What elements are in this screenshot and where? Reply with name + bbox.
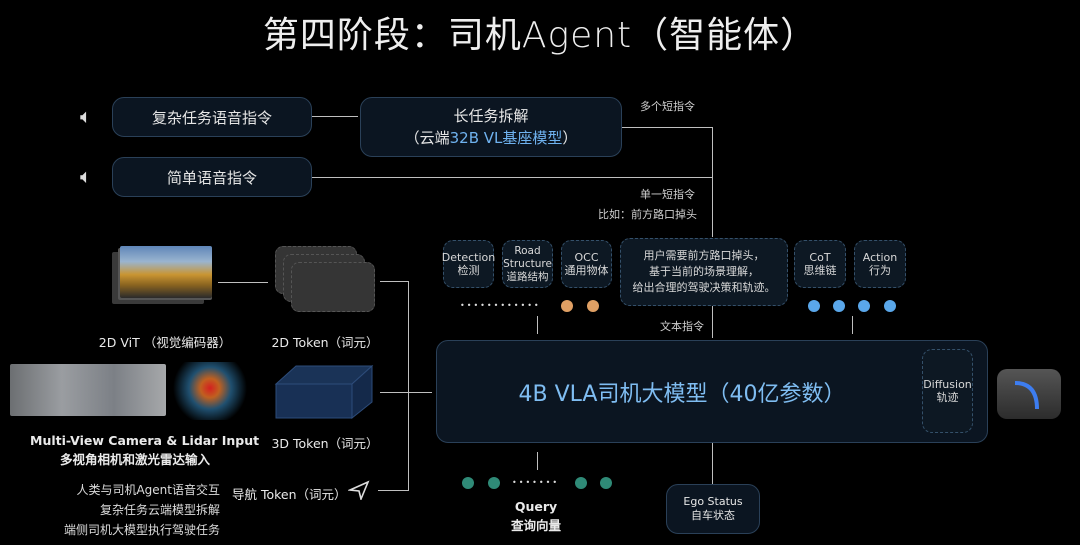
- connector-line: [712, 127, 713, 237]
- output-zh: 行为: [869, 264, 891, 277]
- token-card: [291, 262, 375, 312]
- output-zh: 道路结构: [506, 270, 549, 283]
- output-zh: 思维链: [803, 264, 837, 277]
- instruction-line: 给出合理的驾驶决策和轨迹。: [632, 281, 776, 294]
- connector-line: [380, 281, 408, 282]
- complex-voice-command-box: 复杂任务语音指令: [112, 97, 312, 137]
- lidar-image: [168, 362, 252, 420]
- page-title: 第四阶段：司机Agent（智能体）: [262, 15, 818, 56]
- summary-line: 人类与司机Agent语音交互: [76, 483, 220, 497]
- simple-voice-command-box: 简单语音指令: [112, 157, 312, 197]
- cloud-model-highlight: 32B VL基座模型: [449, 129, 563, 147]
- output-zh: 通用物体: [564, 264, 609, 277]
- summary-list: 人类与司机Agent语音交互 复杂任务云端模型拆解 端侧司机大模型执行驾驶任务: [60, 480, 220, 540]
- query-label-en: Query: [514, 499, 558, 514]
- query-dot: [462, 477, 474, 489]
- cloud-model-suffix: ）: [562, 129, 578, 147]
- query-dot: [575, 477, 587, 489]
- connector-line: [312, 116, 358, 117]
- example-label: 比如：前方路口掉头: [598, 208, 697, 221]
- token-dot: [587, 300, 599, 312]
- token-dot: [858, 300, 870, 312]
- navigation-arrow-icon: [348, 480, 370, 500]
- vit-label: 2D ViT （视觉编码器）: [98, 335, 232, 350]
- output-zh: 检测: [457, 264, 480, 277]
- instruction-box: 用户需要前方路口掉头， 基于当前的场景理解， 给出合理的驾驶决策和轨迹。: [620, 238, 788, 306]
- arrow-up-line: [537, 452, 538, 470]
- diffusion-zh: 轨迹: [936, 391, 959, 404]
- cloud-model-prefix: （云端: [404, 129, 450, 147]
- connector-line: [408, 281, 409, 491]
- ellipsis-dots: ••••••••••••: [460, 301, 541, 310]
- connector-line: [712, 443, 713, 485]
- output-en: Detection: [441, 251, 496, 264]
- cloud-model-box: 长任务拆解 （云端32B VL基座模型）: [360, 97, 622, 157]
- token-dot: [833, 300, 845, 312]
- token2d-label: 2D Token（词元）: [271, 335, 379, 350]
- query-dot: [488, 477, 500, 489]
- main-model-label: 4B VLA司机大模型（40亿参数）: [518, 381, 846, 407]
- speaker-icon: 🔈︎: [80, 104, 92, 128]
- summary-line: 端侧司机大模型执行驾驶任务: [63, 523, 220, 537]
- instruction-line: 用户需要前方路口掉头，: [643, 249, 765, 262]
- multi-short-label: 多个短指令: [640, 100, 695, 113]
- ego-status-box: Ego Status 自车状态: [666, 484, 760, 534]
- multiview-label-en: Multi-View Camera & Lidar Input: [30, 433, 260, 448]
- token3d-block: [274, 364, 374, 420]
- query-label-zh: 查询向量: [510, 518, 561, 533]
- complex-voice-command-label: 复杂任务语音指令: [151, 108, 272, 127]
- diffusion-box: Diffusion 轨迹: [922, 349, 973, 433]
- query-dot: [600, 477, 612, 489]
- ego-status-en: Ego Status: [683, 495, 743, 508]
- speaker-icon: 🔈︎: [80, 164, 92, 188]
- cloud-model-subtitle: （云端32B VL基座模型）: [405, 127, 578, 149]
- token-dot: [808, 300, 820, 312]
- arrow-up-line: [537, 316, 538, 334]
- instruction-line: 基于当前的场景理解，: [649, 265, 759, 278]
- multiview-label-zh: 多视角相机和激光雷达输入: [59, 452, 210, 467]
- connector-line: [622, 127, 712, 128]
- connector-line: [312, 177, 712, 178]
- output-en: CoT: [809, 251, 831, 264]
- diffusion-en: Diffusion: [923, 378, 972, 391]
- output-en: OCC: [574, 251, 599, 264]
- multi-view-camera-image: [10, 364, 166, 416]
- connector-line: [380, 392, 432, 393]
- main-vla-model-box: 4B VLA司机大模型（40亿参数）: [436, 340, 988, 443]
- ellipsis-dots: •••••••: [512, 478, 560, 487]
- camera-frame-image: [120, 246, 212, 298]
- connector-line: [378, 490, 408, 491]
- token-dot: [884, 300, 896, 312]
- connector-line: [218, 282, 268, 283]
- text-command-label: 文本指令: [660, 320, 704, 333]
- nav-token-label: 导航 Token（词元）: [232, 487, 347, 502]
- ego-status-zh: 自车状态: [691, 509, 735, 522]
- connector-line: [712, 306, 713, 338]
- summary-line: 复杂任务云端模型拆解: [99, 503, 220, 517]
- single-short-label: 单一短指令: [640, 188, 695, 201]
- trajectory-image: [997, 369, 1061, 419]
- simple-voice-command-label: 简单语音指令: [166, 168, 257, 187]
- cloud-model-title: 长任务拆解: [453, 107, 529, 125]
- arrow-up-line: [852, 316, 853, 334]
- token3d-label: 3D Token（词元）: [271, 436, 379, 451]
- output-en: Road Structure: [503, 244, 552, 270]
- output-en: Action: [862, 251, 898, 264]
- token-dot: [561, 300, 573, 312]
